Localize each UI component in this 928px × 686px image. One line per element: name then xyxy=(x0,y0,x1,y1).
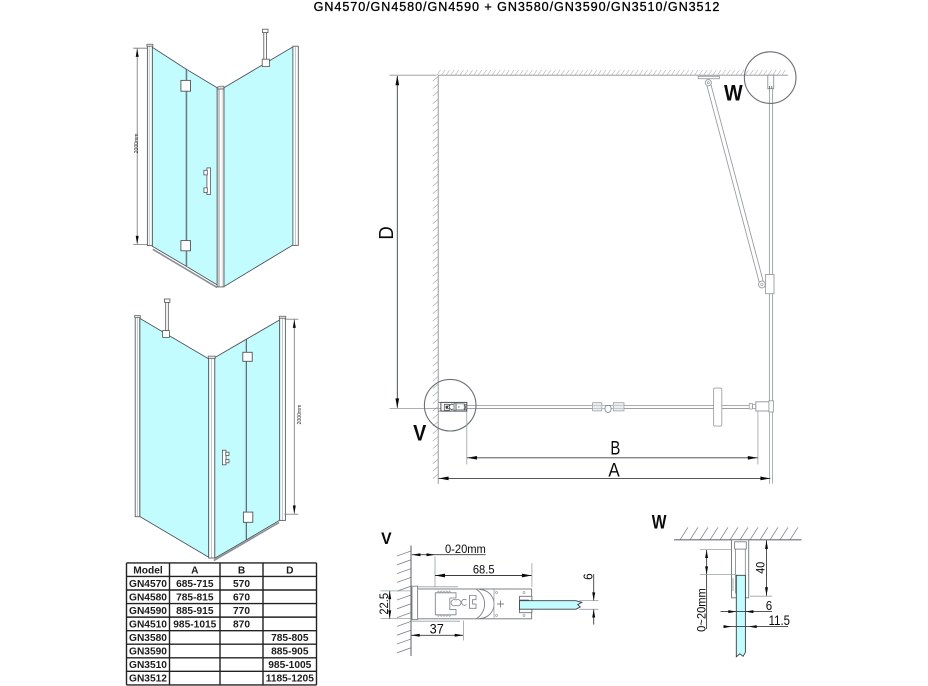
svg-text:B: B xyxy=(610,437,620,460)
svg-text:Model: Model xyxy=(133,565,163,576)
svg-text:570: 570 xyxy=(233,579,250,590)
svg-text:1185-1205: 1185-1205 xyxy=(266,674,314,685)
svg-text:685-715: 685-715 xyxy=(176,579,214,590)
svg-text:GN4580: GN4580 xyxy=(129,592,167,603)
svg-text:37: 37 xyxy=(430,621,444,637)
svg-text:GN4570: GN4570 xyxy=(129,579,167,590)
svg-text:40: 40 xyxy=(755,562,768,574)
svg-text:0-20mm: 0-20mm xyxy=(445,543,486,557)
svg-text:785-815: 785-815 xyxy=(176,592,214,603)
svg-text:V: V xyxy=(381,530,392,548)
svg-text:11.5: 11.5 xyxy=(769,613,790,628)
svg-text:2000mm: 2000mm xyxy=(297,404,303,425)
svg-text:885-905: 885-905 xyxy=(271,647,309,658)
svg-text:D: D xyxy=(286,565,293,576)
svg-text:A: A xyxy=(608,458,620,480)
svg-text:785-805: 785-805 xyxy=(271,633,309,644)
svg-text:GN3580: GN3580 xyxy=(129,633,167,644)
svg-text:V: V xyxy=(413,422,426,446)
svg-text:68.5: 68.5 xyxy=(473,563,495,577)
svg-text:GN4590: GN4590 xyxy=(129,606,167,617)
svg-text:GN3512: GN3512 xyxy=(129,674,167,685)
svg-text:670: 670 xyxy=(233,592,250,603)
svg-text:885-915: 885-915 xyxy=(176,606,214,617)
svg-text:B: B xyxy=(238,565,245,576)
svg-text:GN3590: GN3590 xyxy=(129,647,167,658)
svg-text:6: 6 xyxy=(581,573,596,580)
svg-text:6: 6 xyxy=(766,598,773,613)
svg-text:W: W xyxy=(652,511,667,533)
svg-text:W: W xyxy=(724,81,743,105)
svg-text:870: 870 xyxy=(233,620,250,631)
svg-text:2000mm: 2000mm xyxy=(134,133,140,154)
svg-text:GN3510: GN3510 xyxy=(129,660,167,671)
svg-text:D: D xyxy=(377,226,399,239)
svg-text:GN4570/GN4580/GN4590 + GN3580/: GN4570/GN4580/GN4590 + GN3580/GN3590/GN3… xyxy=(314,0,721,14)
svg-text:GN4510: GN4510 xyxy=(129,620,167,631)
svg-text:770: 770 xyxy=(233,606,250,617)
svg-text:0~20mm: 0~20mm xyxy=(695,588,709,632)
svg-text:985-1015: 985-1015 xyxy=(173,620,216,631)
svg-text:22.5: 22.5 xyxy=(377,593,391,615)
svg-text:A: A xyxy=(191,565,199,576)
svg-text:985-1005: 985-1005 xyxy=(268,660,311,671)
